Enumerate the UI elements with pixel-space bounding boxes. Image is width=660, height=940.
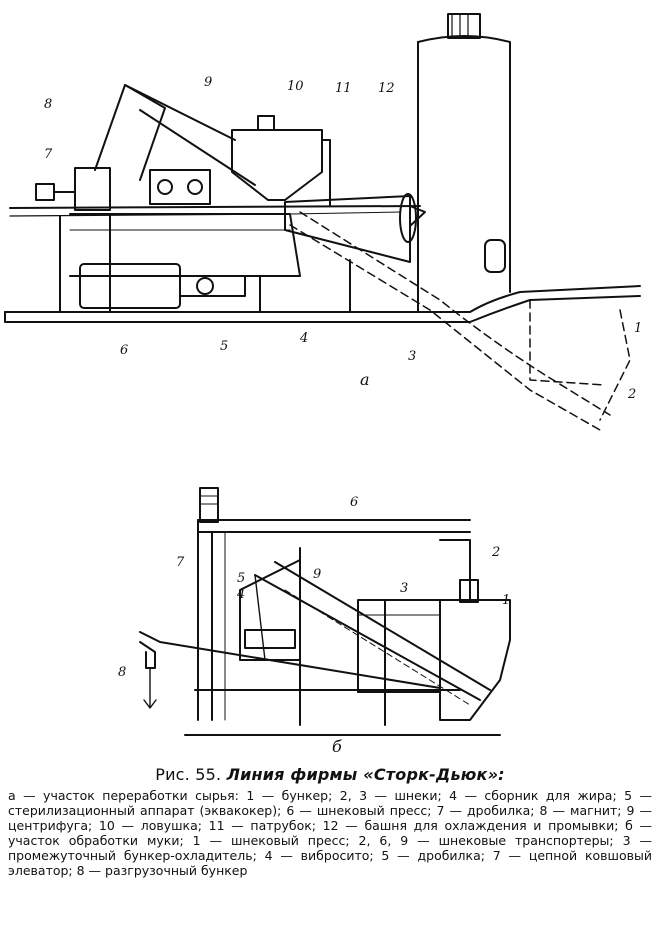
label-a-6: 6 [120, 343, 128, 358]
label-b-2: 2 [491, 545, 500, 560]
branch-pipe [321, 139, 331, 206]
top-labels: 8 7 9 10 11 12 6 5 4 3 1 2 а [44, 75, 642, 402]
label-a-2: 2 [627, 387, 636, 402]
label-a-4: 4 [299, 331, 308, 346]
label-a-10: 10 [287, 79, 304, 94]
fat-collector [284, 193, 426, 263]
label-a-3: 3 [408, 349, 416, 364]
label-a-7: 7 [44, 147, 53, 162]
label-b-8: 8 [118, 665, 126, 680]
screw-press [79, 263, 246, 309]
subfigure-b-label: б [332, 737, 342, 756]
magnet [94, 84, 256, 186]
label-b-4: 4 [236, 587, 245, 602]
label-a-1: 1 [634, 321, 642, 336]
label-b-7: 7 [176, 555, 185, 570]
label-a-5: 5 [220, 339, 228, 354]
label-b-9: 9 [313, 567, 321, 582]
caption-title: Рис. 55. Линия фирмы «Сторк-Дьюк»: [8, 765, 652, 784]
label-a-12: 12 [378, 81, 395, 96]
label-a-11: 11 [335, 81, 352, 96]
sterilizer [69, 213, 301, 277]
crusher [35, 167, 111, 211]
caption-title-text: Линия фирмы «Сторк-Дьюк»: [226, 765, 505, 784]
bottom-labels: 6 7 5 4 9 3 2 1 8 б [118, 495, 510, 756]
trap [231, 115, 323, 201]
cooling-tower [417, 13, 511, 313]
section-b-drawing [139, 487, 511, 736]
centrifuge [149, 169, 211, 205]
label-b-1: 1 [502, 593, 510, 608]
label-b-6: 6 [350, 495, 358, 510]
figure-caption: Рис. 55. Линия фирмы «Сторк-Дьюк»: а — у… [8, 765, 652, 878]
label-b-5: 5 [237, 571, 245, 586]
label-b-3: 3 [400, 581, 408, 596]
screw-conveyor-3 [289, 211, 631, 431]
subfigure-a-label: а [360, 370, 370, 389]
equipment-diagram: 8 7 9 10 11 12 6 5 4 3 1 2 а 6 7 5 4 9 3… [4, 13, 642, 756]
label-a-8: 8 [44, 97, 52, 112]
label-a-9: 9 [204, 75, 212, 90]
section-a-drawing [4, 13, 641, 431]
caption-body: а — участок переработки сырья: 1 — бунке… [8, 788, 652, 878]
caption-prefix: Рис. 55. [155, 765, 222, 784]
